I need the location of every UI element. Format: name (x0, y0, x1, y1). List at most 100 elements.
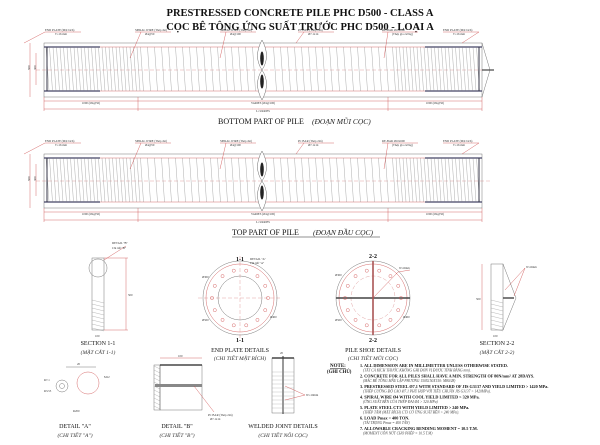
svg-text:T=16 mm: T=16 mm (55, 143, 68, 147)
section-1-1-title: SECTION 1-1 (81, 341, 116, 347)
bottom-pile-label-end-plate-5: END PLATE (Mặt bích)T=16 mm (443, 28, 480, 44)
top-pile-label-spiral-wire-1: SPIRAL WIRE (Thép đai)Ø4@50 (129, 139, 171, 170)
top-pile-dim-middle: VARIES (Ø4@100) (251, 212, 275, 216)
note-item-vn: (TẤT CẢ KÍCH THƯỚC KHÔNG GHI ĐƠN VỊ ĐƯỢC… (363, 367, 471, 373)
section-1-1-height: 500 (128, 293, 133, 297)
section-2-2-title: SECTION 2-2 (480, 341, 515, 347)
detail-b-title-vn: (CHI TIẾT "B") (159, 431, 194, 439)
top-pile-label-end-plate-5: END PLATE (Mặt bích)T=16 mm (443, 139, 480, 155)
bottom-pile-spiral-wire (45, 46, 480, 92)
end-plate-section-marker-top: 1-1 (236, 257, 244, 263)
pile-shoe-title: PILE SHOE DETAILS (345, 348, 401, 354)
pile-shoe-dia-400: Ø400 (403, 315, 410, 319)
notes-heading-vn: (GHI CHÚ) (327, 369, 352, 375)
svg-text:SPIRAL WIRE (Thép đai): SPIRAL WIRE (Thép đai) (135, 28, 167, 32)
note-item-vn: (MOMENT UỐN NỨT CHO PHÉP = 10.5 T.M) (363, 431, 433, 436)
detail-a-r4: R200 (73, 409, 80, 413)
note-item-vn: (TẢI TRỌNG Pmax = 400 TẤN) (363, 420, 410, 425)
end-plate-detail-label: DETAIL "A" (250, 257, 267, 261)
end-plate-dia-400: Ø400 (270, 315, 277, 319)
svg-text:T=16 mm: T=16 mm (55, 32, 68, 36)
top-pile-dim-right: 1000 (Ø4@50) (426, 212, 444, 216)
welded-joint-spiral (272, 371, 294, 409)
section-1-1-hatch (91, 299, 105, 332)
bottom-pile-break-symbol (257, 39, 267, 101)
note-item: 5. PLATE STEEL CT3 WITH YIELD LIMITED > … (360, 405, 469, 410)
bottom-pile-dim-total: L=VARIES (256, 109, 270, 113)
svg-text:T=16 mm: T=16 mm (453, 32, 466, 36)
pile-shoe-section-marker-top: 2-2 (369, 254, 377, 260)
top-pile-dim-left: 1000 (Ø4@50) (82, 212, 100, 216)
end-plate-title-vn: (CHI TIẾT MẶT BÍCH) (214, 354, 266, 362)
detail-b: 100 PC BAR (Thép chủ) Ø7.1x14 DETAIL "B"… (153, 354, 233, 439)
top-pile-break-symbol (257, 150, 267, 212)
top-pile-caption: TOP PART OF PILE (ĐOẠN ĐẦU CỌC) (232, 227, 380, 238)
bottom-pile-label-spiral-wire-2: SPIRAL WIRE (Thép đai)Ø4@100 (219, 28, 256, 59)
svg-text:RE-BAR Ø10x600: RE-BAR Ø10x600 (382, 139, 405, 143)
pile-shoe-details: 2-2 2-2 Ø300 Ø500 Ø400 W=6mm PILE SHOE D… (335, 254, 410, 362)
detail-b-bar: PC BAR (Thép chủ) (208, 413, 233, 417)
section-2-2-weld: W=6mm (526, 265, 537, 269)
note-item-vn: (THÉP TẤM (MẶT BÍCH) CT3 CÓ ỨNG SUẤT BỀN… (363, 410, 459, 415)
title-vn: CỌC BÊ TÔNG ỨNG SUẤT TRƯỚC PHC D500 - LO… (166, 20, 434, 33)
bottom-pile-label-spiral-wire-1: SPIRAL WIRE (Thép đai)Ø4@50 (129, 28, 171, 59)
top-pile-title: TOP PART OF PILE (232, 228, 299, 237)
svg-text:Ø4@100: Ø4@100 (230, 143, 241, 147)
svg-text:PC BAR (Thép chủ): PC BAR (Thép chủ) (298, 28, 323, 32)
section-1-1-detail-label: DETAIL "B" (112, 241, 128, 245)
welded-joint-title-vn: (CHI TIẾT NỐI CỌC) (258, 431, 307, 439)
notes: NOTE: (GHI CHÚ) 1. ALL DIMENSION ARE IN … (327, 363, 548, 436)
detail-a-title: DETAIL "A" (59, 424, 91, 430)
bottom-pile-dim-inner: 300 (33, 65, 37, 70)
note-item-vn: (MÁC BÊ TÔNG MẪU LẬP PHƯƠNG 150X150X150:… (363, 378, 456, 383)
section-1-1-title-vn: (MẶT CẮT 1-1) (81, 348, 116, 356)
svg-text:END PLATE (Mặt bích): END PLATE (Mặt bích) (443, 139, 472, 143)
bottom-pile-label-end-plate-0: END PLATE (Mặt bích)T=16 mm (23, 28, 81, 44)
svg-text:END PLATE (Mặt bích): END PLATE (Mặt bích) (45, 28, 74, 32)
section-2-2-title-vn: (MẶT CẮT 2-2) (480, 348, 515, 356)
svg-text:END PLATE (Mặt bích): END PLATE (Mặt bích) (443, 28, 472, 32)
detail-a-r3: M12 (104, 375, 110, 379)
svg-text:T=16 mm: T=16 mm (453, 143, 466, 147)
pile-shoe-dia-500: Ø500 (335, 318, 342, 322)
bottom-pile-title: BOTTOM PART OF PILE (218, 117, 304, 126)
detail-a-r1: R7.1 (44, 378, 50, 382)
bottom-pile-label-pc-bar-3: PC BAR (Thép chủ)Ø7.1x14 (295, 28, 334, 44)
end-plate-detail-label-vn: Chi tiết "A" (250, 261, 265, 265)
note-item-vn: (ỨNG SUẤT BỀN CỦA THÉP ĐAI Ø4 > 320 MPa) (363, 399, 439, 404)
notes-heading: NOTE: (330, 364, 346, 369)
note-item: 3. PRESTRESSED STEEL Ø7.1 WITH STANDARD … (360, 384, 548, 389)
note-item: 1. ALL DIMENSION ARE IN MILLIMETTER UNLE… (360, 363, 508, 368)
welded-joint-details: W=10mm 20 WELDED JOINT DETAILS (CHI TIẾT… (248, 351, 319, 439)
svg-text:SPIRAL WIRE (Thép đai): SPIRAL WIRE (Thép đai) (135, 139, 167, 143)
welded-joint-dim: 20 (280, 351, 284, 355)
bottom-pile-dim-middle: VARIES (Ø4@100) (251, 101, 275, 105)
title-en: PRESTRESSED CONCRETE PILE PHC D500 - CLA… (167, 8, 434, 19)
svg-text:RE-BAR Ø10x600: RE-BAR Ø10x600 (382, 28, 405, 32)
top-pile-label-re-bar-4: RE-BAR Ø10x600(Thép gia cường) (382, 139, 418, 170)
top-pile-label-end-plate-0: END PLATE (Mặt bích)T=16 mm (23, 139, 81, 155)
end-plate-dia-300: Ø300 (202, 275, 209, 279)
note-item: 2. CONCRETE FOR ALL PILES SHALL HAVE A M… (360, 374, 534, 379)
top-pile-dim-total: L=VARIES (256, 220, 270, 224)
top-pile-label-spiral-wire-2: SPIRAL WIRE (Thép đai)Ø4@100 (219, 139, 256, 170)
section-2-2-width: 100 (493, 334, 498, 338)
svg-text:(Thép gia cường): (Thép gia cường) (392, 32, 413, 36)
bottom-pile-dim-outer: 500 (27, 65, 31, 70)
detail-a-dim: 20 (77, 362, 81, 366)
section-1-1-detail-label-vn: Chi tiết "B" (112, 246, 127, 250)
section-2-2-height: 500 (476, 297, 481, 301)
end-plate-details: 1-1 1-1 DETAIL "A" Chi tiết "A" Ø300 Ø50… (198, 256, 282, 362)
svg-text:(Thép gia cường): (Thép gia cường) (392, 143, 413, 147)
svg-text:Ø4@50: Ø4@50 (145, 143, 155, 147)
end-plate-bolt-holes (210, 268, 270, 328)
detail-a: 20 R7.1 R3.55 M12 R200 DETAIL "A" (CHI T… (44, 362, 110, 439)
top-pile-label-pc-bar-3: PC BAR (Thép chủ)Ø7.1x14 (295, 139, 334, 155)
note-item: 6. LOAD Pmax = 400 TON. (360, 416, 409, 421)
bottom-pile-dimensions: 1000 (Ø4@50)VARIES (Ø4@100)1000 (Ø4@50)L… (27, 43, 483, 113)
svg-text:PC BAR (Thép chủ): PC BAR (Thép chủ) (298, 139, 323, 143)
svg-text:END PLATE (Mặt bích): END PLATE (Mặt bích) (45, 139, 74, 143)
